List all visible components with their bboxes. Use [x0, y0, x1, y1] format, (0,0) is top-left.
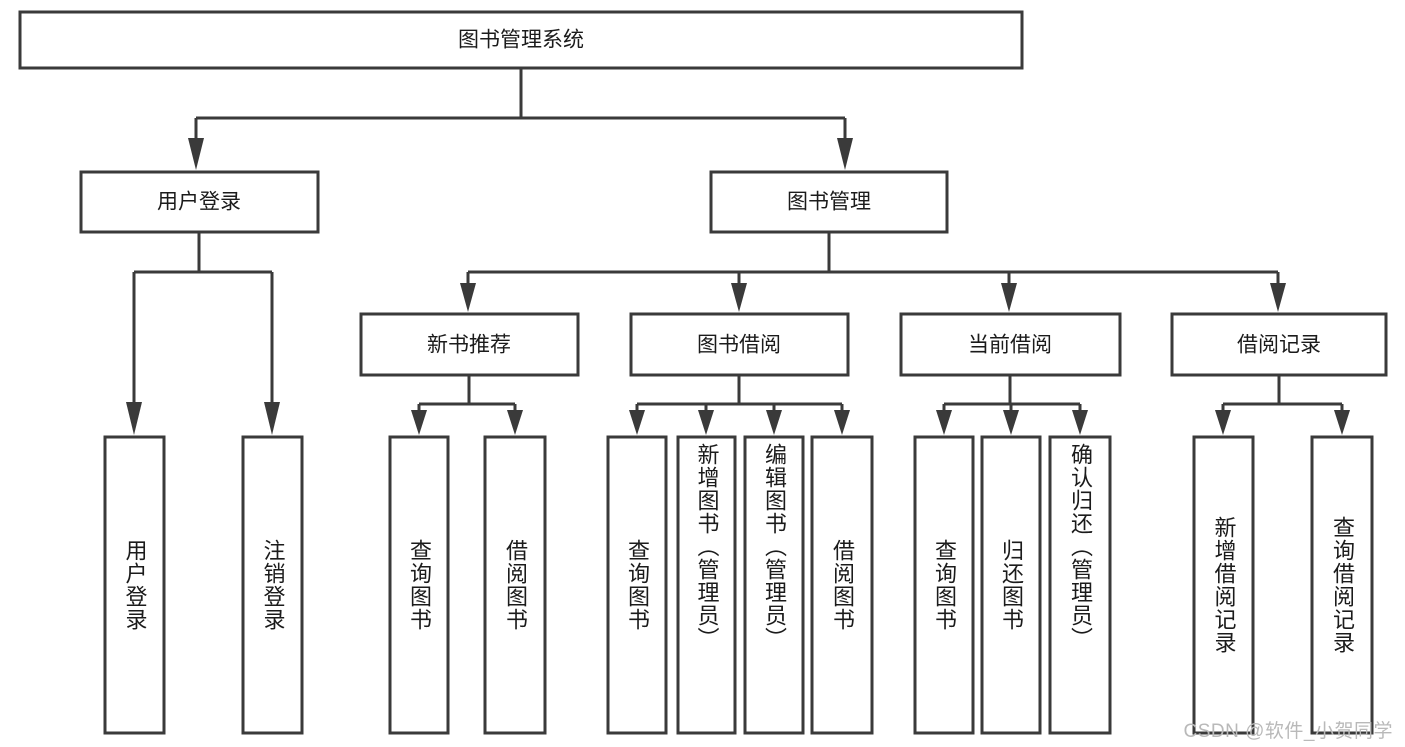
leaf-box-query-book-rec[interactable]: [388, 435, 450, 735]
leaf-box-add-book-admin[interactable]: [676, 435, 737, 735]
node-box[interactable]: [18, 10, 1024, 70]
leaf-box-confirm-return-admin[interactable]: [1048, 435, 1112, 735]
node-box[interactable]: [899, 312, 1122, 377]
connector-newbook-to-leaves: [411, 375, 523, 435]
arrow-icon: [188, 138, 204, 170]
connector-bookmgmt-to-level3: [460, 232, 1286, 312]
arrow-icon: [834, 410, 850, 435]
node-label: 借阅记录: [1237, 334, 1321, 357]
arrow-icon: [731, 283, 747, 312]
arrow-icon: [1334, 410, 1350, 435]
leaf-box-borrow-book[interactable]: [810, 435, 874, 735]
node-box[interactable]: [629, 312, 850, 377]
node-label: 用户登录: [157, 191, 241, 214]
node-book-management[interactable]: 图书管理: [709, 170, 949, 234]
node-label: 图书管理系统: [458, 29, 584, 52]
node-label: 图书借阅: [697, 334, 781, 357]
arrow-icon: [1072, 410, 1088, 435]
arrow-icon: [1215, 410, 1231, 435]
arrow-icon: [629, 410, 645, 435]
leaf-box-user-login[interactable]: [103, 435, 166, 735]
connector-userlogin-to-leaves: [126, 232, 280, 435]
arrow-icon: [766, 410, 782, 435]
arrow-icon: [507, 410, 523, 435]
node-box[interactable]: [709, 170, 949, 234]
node-borrow-record[interactable]: 借阅记录: [1170, 312, 1388, 377]
leaf-box-query-borrow-record[interactable]: [1310, 435, 1374, 735]
leaf-box-query-book-current[interactable]: [913, 435, 975, 735]
connector-record-to-leaves: [1215, 375, 1350, 435]
node-label: 当前借阅: [968, 334, 1052, 357]
connector-root-to-level2: [188, 68, 853, 170]
arrow-icon: [1003, 410, 1019, 435]
leaf-box-add-borrow-record[interactable]: [1192, 435, 1255, 735]
node-root[interactable]: 图书管理系统: [18, 10, 1024, 70]
arrow-icon: [411, 410, 427, 435]
node-book-borrow[interactable]: 图书借阅: [629, 312, 850, 377]
node-user-login[interactable]: 用户登录: [79, 170, 320, 234]
arrow-icon: [264, 402, 280, 435]
leaf-box-edit-book-admin[interactable]: [743, 435, 805, 735]
leaf-box-query-book-borrow[interactable]: [606, 435, 668, 735]
node-box[interactable]: [359, 312, 580, 377]
arrow-icon: [698, 410, 714, 435]
connector-current-to-leaves: [936, 375, 1088, 435]
node-label: 图书管理: [787, 191, 871, 214]
leaf-box-borrow-book-rec[interactable]: [483, 435, 547, 735]
node-label: 新书推荐: [427, 334, 511, 357]
arrow-icon: [936, 410, 952, 435]
leaf-box-return-book[interactable]: [980, 435, 1042, 735]
arrow-icon: [1001, 283, 1017, 312]
connector-borrow-to-leaves: [629, 375, 850, 435]
arrow-icon: [837, 138, 853, 170]
arrow-icon: [1270, 283, 1286, 312]
leaf-box-logout[interactable]: [241, 435, 304, 735]
watermark-text: CSDN @软件_小贺同学: [1183, 721, 1393, 742]
arrow-icon: [460, 283, 476, 312]
node-box[interactable]: [79, 170, 320, 234]
node-box[interactable]: [1170, 312, 1388, 377]
node-new-book-recommend[interactable]: 新书推荐: [359, 312, 580, 377]
node-current-borrow[interactable]: 当前借阅: [899, 312, 1122, 377]
arrow-icon: [126, 402, 142, 435]
